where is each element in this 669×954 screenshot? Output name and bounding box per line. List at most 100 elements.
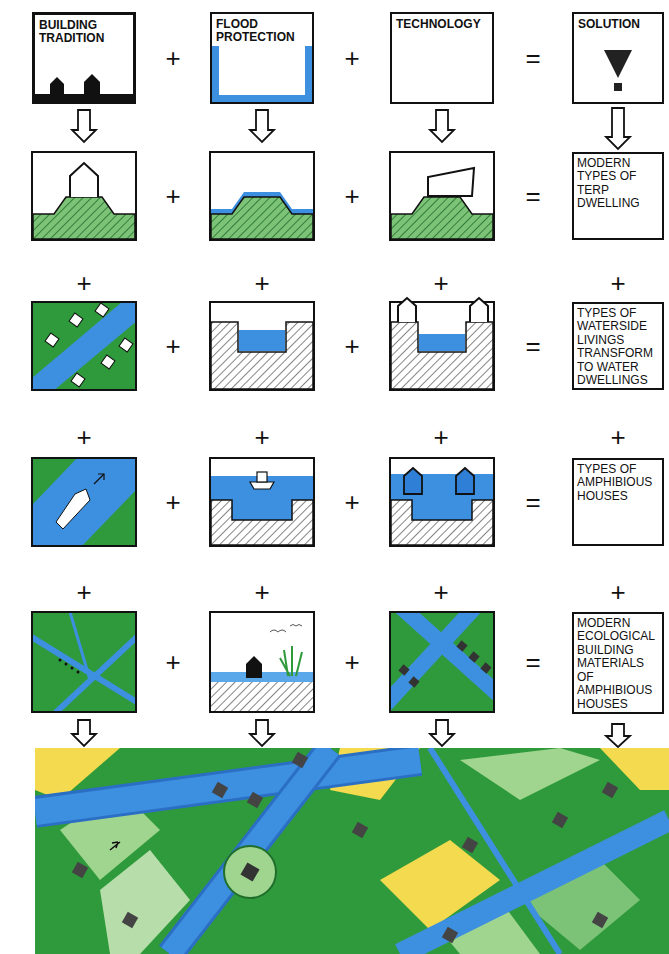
canal-plan <box>390 612 476 706</box>
site-plan <box>292 752 308 768</box>
terp-mound <box>428 168 474 196</box>
site-plan <box>35 748 669 954</box>
plus-sign: + <box>165 183 180 209</box>
canal-section <box>419 334 465 351</box>
hollow-arrow <box>72 110 96 142</box>
amphibious-section <box>211 500 313 545</box>
terp-mound <box>70 163 98 197</box>
plus-sign: + <box>344 183 359 209</box>
boat-plan <box>56 489 90 529</box>
plus-sign: + <box>254 424 269 450</box>
building-tradition-picture <box>50 77 64 94</box>
canal-plan <box>65 663 68 666</box>
site-plan <box>170 748 330 954</box>
canal-plan <box>59 659 62 662</box>
canal-plan <box>456 640 467 651</box>
result-box: TYPES OF AMPHIBIOUS HOUSES <box>572 458 664 546</box>
amphibious-section <box>404 468 422 494</box>
equals-sign: = <box>525 333 540 359</box>
river-plan <box>69 313 83 327</box>
result-text: TYPES OF WATERSIDE LIVINGS TRANSFORM TO … <box>577 307 659 388</box>
heading-box: FLOOD PROTECTION <box>210 12 314 104</box>
canal-plan <box>468 651 479 662</box>
plus-sign: + <box>76 270 91 296</box>
plus-sign: + <box>254 270 269 296</box>
site-plan <box>35 760 420 812</box>
exclamation-symbol <box>604 50 632 78</box>
equals-sign: = <box>525 45 540 71</box>
hollow-arrow <box>606 724 630 747</box>
result-text: TYPES OF AMPHIBIOUS HOUSES <box>577 463 659 503</box>
river-plan <box>119 338 133 352</box>
canal-plan <box>32 612 136 712</box>
plus-sign: + <box>254 579 269 605</box>
result-box: MODERN ECOLOGICAL BUILDING MATERIALS OF … <box>572 612 664 714</box>
river-plan <box>101 355 115 369</box>
plus-sign: + <box>344 45 359 71</box>
building-tradition-picture <box>32 74 136 104</box>
site-plan <box>240 862 259 881</box>
plus-sign: + <box>165 333 180 359</box>
heading-text: BUILDING TRADITION <box>39 19 129 46</box>
river-plan <box>45 333 59 347</box>
canal-section <box>470 298 488 322</box>
site-plan <box>592 912 608 928</box>
plus-sign: + <box>610 270 625 296</box>
canal-section <box>211 298 493 389</box>
hollow-arrow <box>430 110 454 142</box>
exclamation-symbol <box>614 83 622 91</box>
hollow-arrow <box>72 720 630 747</box>
plus-sign: + <box>165 649 180 675</box>
canal-plan <box>77 671 80 674</box>
hollow-arrow <box>72 110 454 142</box>
result-text: MODERN ECOLOGICAL BUILDING MATERIALS OF … <box>577 617 659 711</box>
picture-frame <box>210 612 314 712</box>
plus-sign: + <box>165 45 180 71</box>
site-plan <box>212 782 228 798</box>
site-plan <box>460 748 600 800</box>
eco-house-section <box>280 646 302 676</box>
canal-plan <box>390 612 494 712</box>
site-plan <box>400 820 669 954</box>
site-plan <box>552 812 568 828</box>
canal-plan <box>390 612 494 712</box>
site-plan <box>72 752 618 943</box>
heading-text: TECHNOLOGY <box>396 18 488 31</box>
canal-plan <box>398 640 491 687</box>
site-plan <box>72 862 88 878</box>
river-plan <box>32 302 136 390</box>
picture-frame <box>32 152 136 240</box>
eco-house-section <box>211 625 313 712</box>
plus-sign: + <box>76 579 91 605</box>
exclamation-symbol <box>604 50 632 91</box>
plus-sign: + <box>610 424 625 450</box>
site-plan <box>35 748 669 954</box>
picture-frame <box>390 458 494 546</box>
picture-frame <box>32 612 136 712</box>
canal-section <box>398 298 416 322</box>
site-plan <box>602 782 618 798</box>
picture-frame <box>32 612 136 712</box>
flood-protection-band <box>305 46 312 102</box>
site-plan <box>247 792 263 808</box>
canal-section <box>239 330 285 351</box>
plus-sign: + <box>344 649 359 675</box>
picture-frame <box>210 458 314 546</box>
canal-plan <box>32 636 136 704</box>
amphibious-section <box>391 500 493 545</box>
flood-protection-band <box>212 46 219 102</box>
result-box: MODERN TYPES OF TERP DWELLING <box>572 152 664 240</box>
boat-plan <box>32 458 136 546</box>
eco-house-section <box>270 625 302 633</box>
canal-plan <box>52 634 136 712</box>
picture-frame <box>32 458 136 546</box>
picture-frame <box>390 612 494 712</box>
equals-sign: = <box>525 489 540 515</box>
canal-plan <box>71 667 74 670</box>
plus-sign: + <box>433 579 448 605</box>
plus-sign: + <box>433 424 448 450</box>
site-plan <box>442 927 458 943</box>
terp-mound <box>33 197 135 239</box>
